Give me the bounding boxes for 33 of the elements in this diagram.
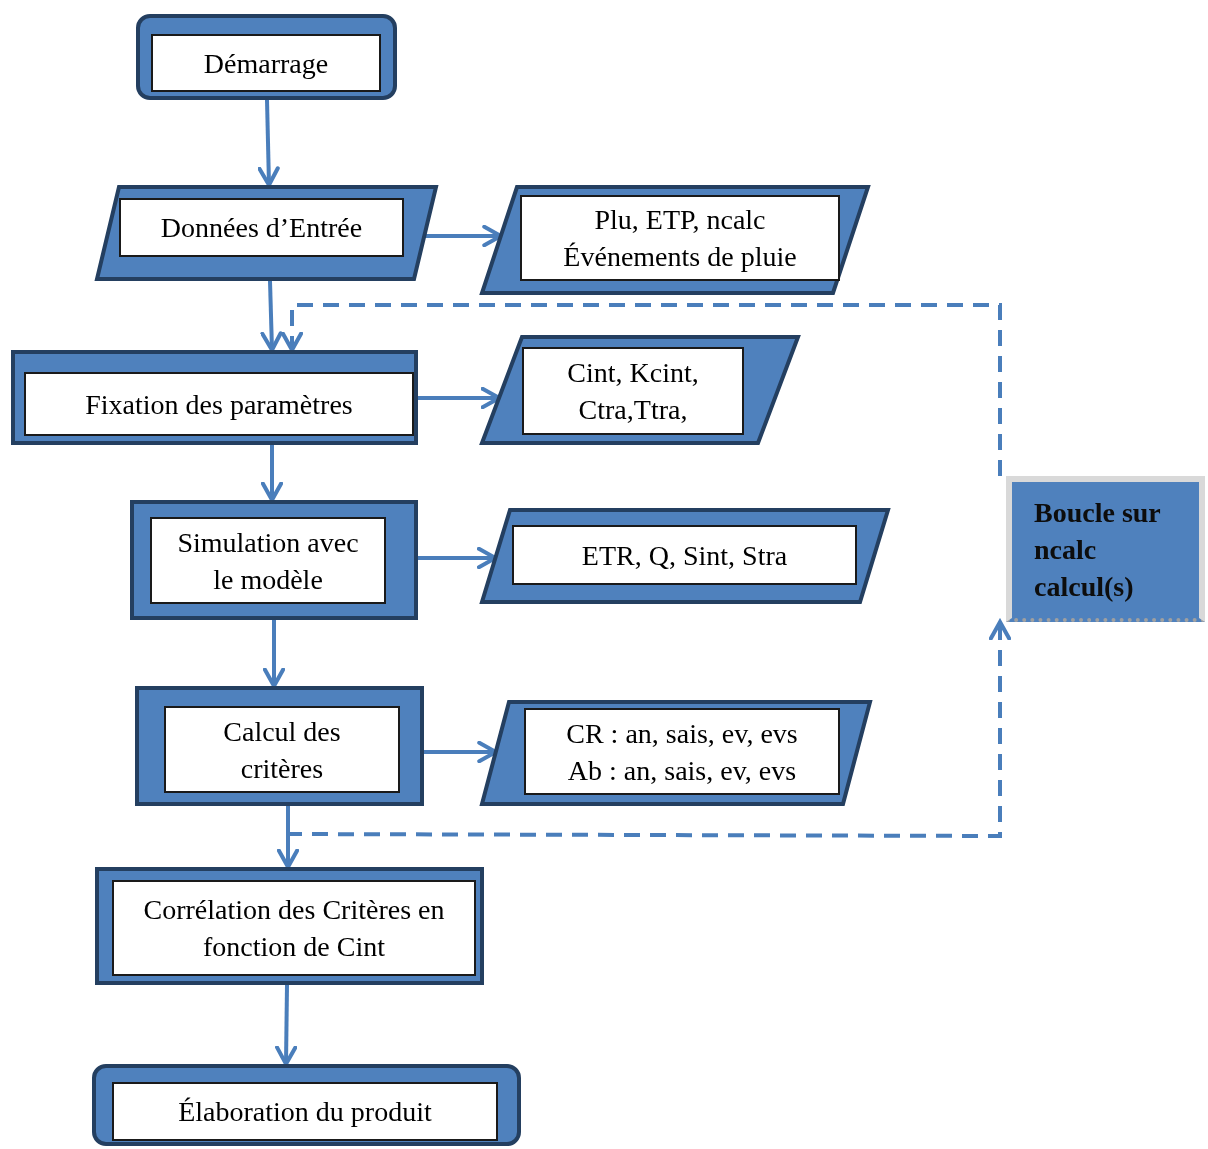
dashed-loop-arrow — [286, 620, 1012, 838]
step-text: Ab : an, sais, ev, evs — [567, 753, 797, 788]
data-parallelogram — [480, 700, 872, 806]
terminal-box — [92, 1064, 521, 1146]
arrow — [260, 445, 284, 502]
process-box — [11, 350, 418, 445]
dashed-loop-arrow — [280, 303, 1002, 476]
data-parallelogram — [95, 185, 438, 281]
data-parallelogram — [480, 508, 890, 604]
terminal-box — [136, 14, 397, 100]
step-text: Données d’Entrée — [160, 211, 363, 245]
step-text: Fixation des paramètres — [85, 387, 353, 422]
process-box — [130, 500, 418, 620]
arrow — [262, 620, 286, 688]
arrow — [275, 984, 298, 1066]
data-parallelogram — [480, 335, 800, 445]
step-text: Élaboration du produit — [178, 1095, 432, 1129]
step-text: ETR, Q, Sint, Stra — [581, 538, 788, 573]
process-box — [135, 686, 424, 806]
step-text: Démarrage — [203, 46, 329, 81]
step-text: Calcul des critères — [222, 714, 342, 786]
step-text: Corrélation des Critères en fonction de Cint — [142, 893, 446, 964]
step-text: Plu, ETP, ncalc — [594, 203, 766, 237]
step-text: CR : an, sais, ev, evs — [566, 716, 798, 751]
loop-note-box — [1006, 476, 1205, 622]
loop-note-text: Boucle sur ncalc calcul(s) — [1034, 496, 1162, 604]
process-box — [95, 867, 484, 985]
step-text: Cint, Kcint, Ctra,Ttra, — [566, 356, 700, 427]
arrow — [257, 99, 280, 187]
data-parallelogram — [480, 185, 870, 295]
arrow — [260, 280, 283, 352]
step-text: Événements de pluie — [563, 240, 797, 274]
step-text: Simulation avec le modèle — [176, 525, 360, 597]
